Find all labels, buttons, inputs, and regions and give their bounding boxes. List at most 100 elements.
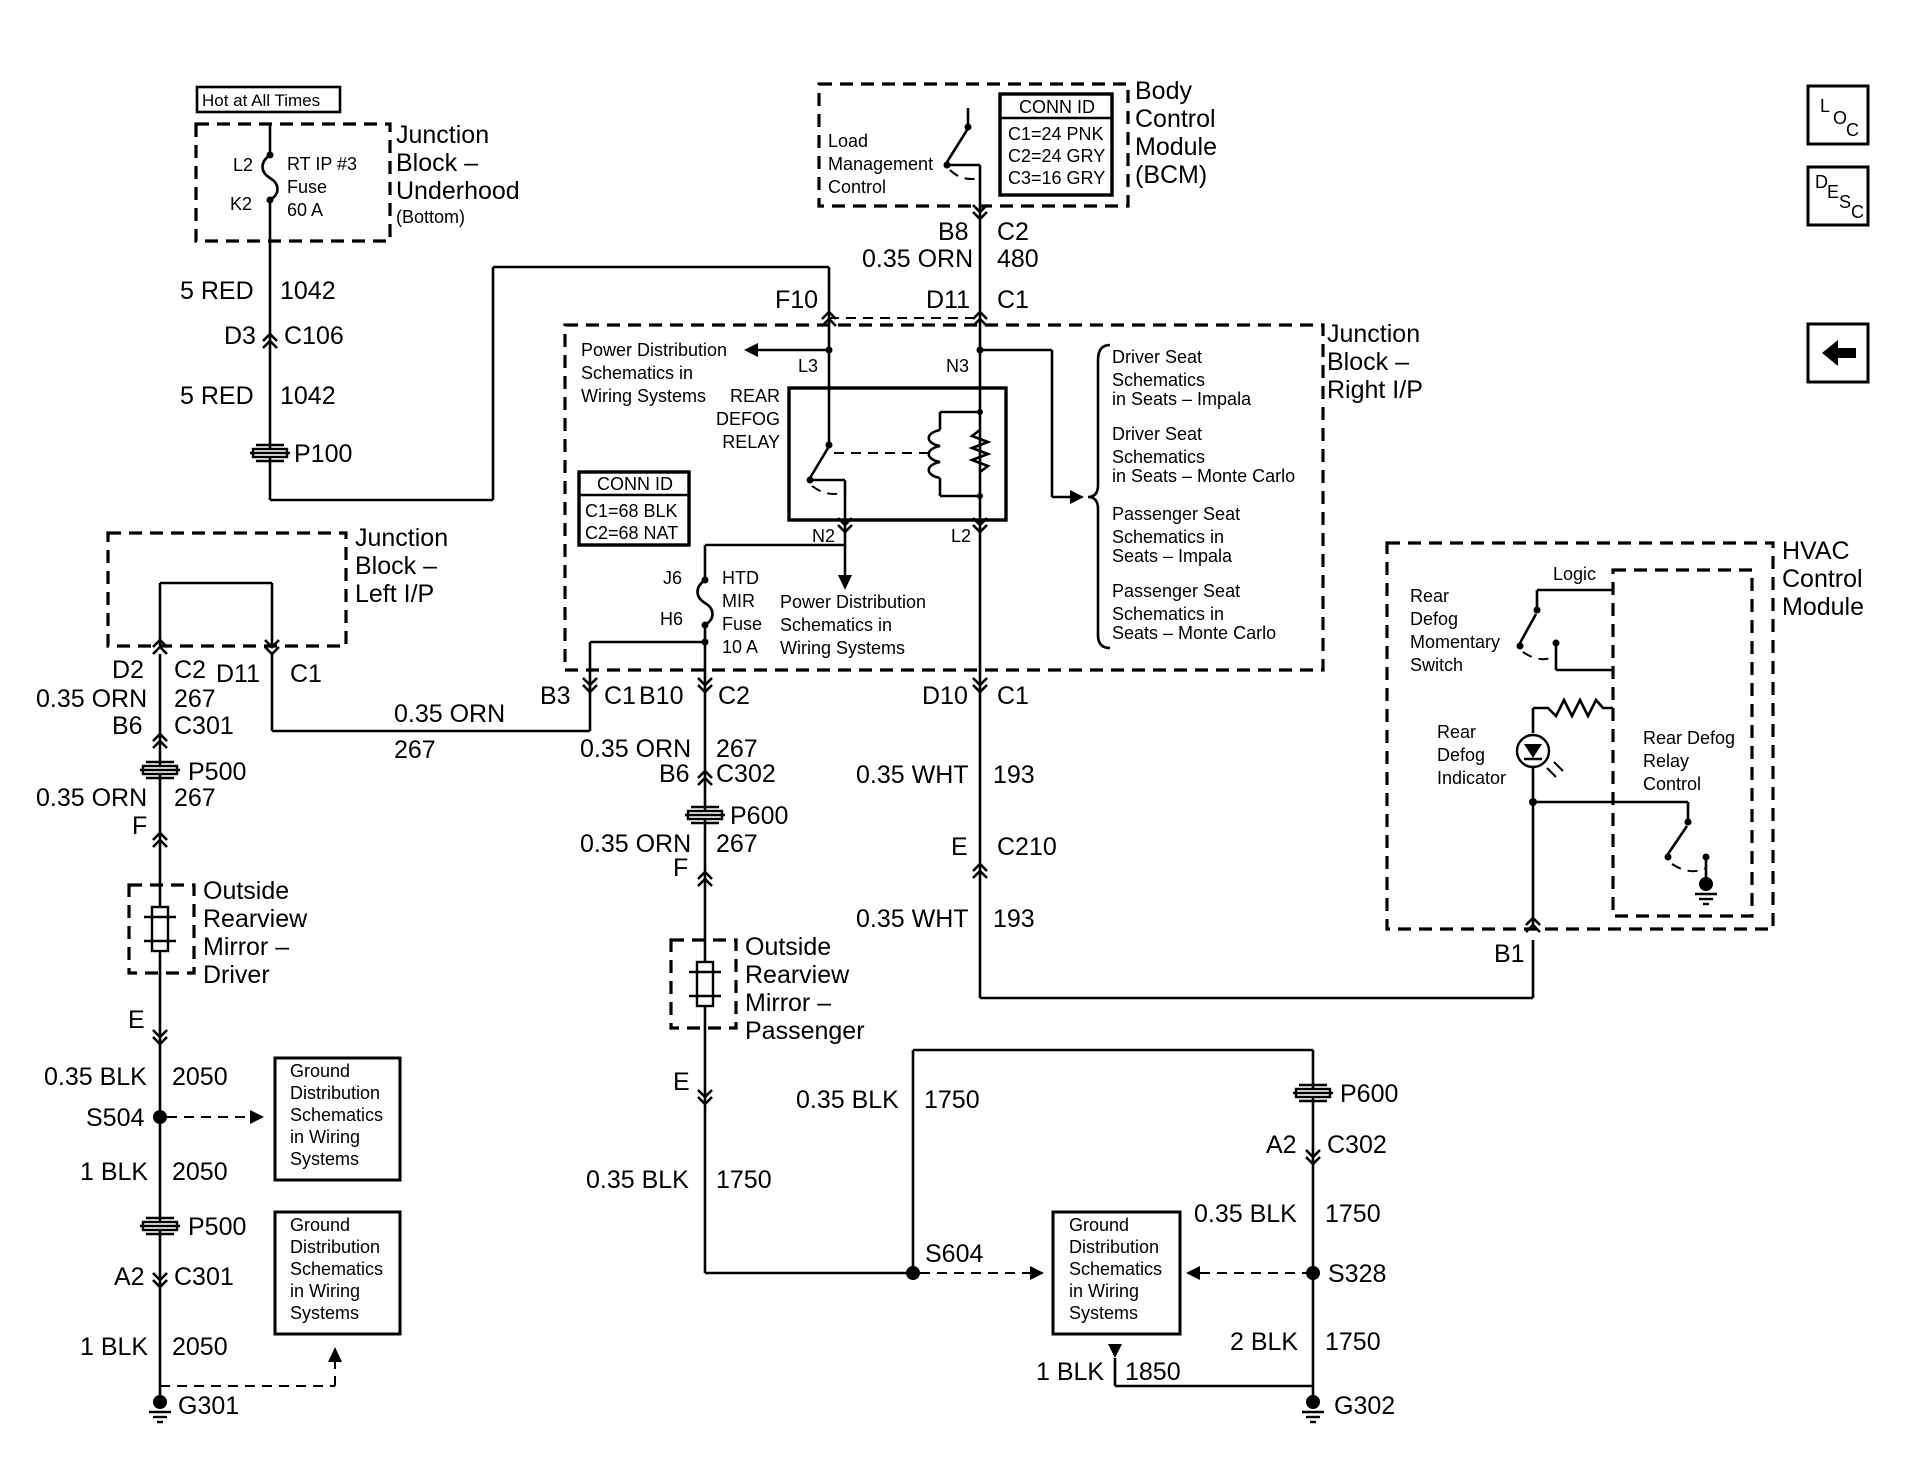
svg-text:Power Distribution: Power Distribution: [581, 340, 727, 360]
svg-text:1750: 1750: [716, 1166, 772, 1194]
svg-text:Block –: Block –: [355, 552, 437, 580]
svg-text:D2: D2: [112, 656, 144, 684]
svg-text:Wiring Systems: Wiring Systems: [581, 386, 706, 406]
svg-text:0.35 BLK: 0.35 BLK: [796, 1086, 899, 1114]
svg-text:C210: C210: [997, 833, 1057, 861]
svg-text:(Bottom): (Bottom): [396, 207, 465, 227]
svg-text:Fuse: Fuse: [287, 177, 327, 197]
desc-letter-c: C: [1851, 202, 1864, 222]
svg-text:Block –: Block –: [396, 149, 478, 177]
svg-text:G301: G301: [178, 1392, 239, 1420]
svg-text:2050: 2050: [172, 1063, 228, 1091]
svg-text:0.35 BLK: 0.35 BLK: [586, 1166, 689, 1194]
svg-text:Distribution: Distribution: [290, 1237, 380, 1257]
pds-arrow-icon: [744, 343, 758, 357]
svg-text:5 RED: 5 RED: [180, 277, 254, 305]
svg-text:Seats – Impala: Seats – Impala: [1112, 546, 1233, 566]
svg-text:Ground: Ground: [290, 1215, 350, 1235]
hot-at-all-times-box: [195, 85, 342, 114]
svg-text:in Wiring: in Wiring: [1069, 1281, 1139, 1301]
loc-letter-c: C: [1846, 120, 1859, 140]
junction-block-left-ip-label: Junction Block – Left I/P: [355, 524, 448, 608]
svg-text:Driver: Driver: [203, 961, 270, 989]
svg-text:RELAY: RELAY: [722, 432, 780, 452]
svg-text:D11: D11: [926, 286, 970, 314]
back-button[interactable]: [1806, 322, 1870, 384]
svg-text:DEFOG: DEFOG: [716, 409, 780, 429]
svg-text:1 BLK: 1 BLK: [80, 1333, 148, 1361]
desc-letter-d: D: [1815, 172, 1828, 192]
bcm-label: Body Control Module (BCM): [1135, 77, 1217, 189]
seat-schematics-list: Driver Seat Schematics in Seats – Impala…: [1112, 347, 1295, 643]
svg-text:Right I/P: Right I/P: [1327, 376, 1423, 404]
svg-text:0.35 BLK: 0.35 BLK: [44, 1063, 147, 1091]
svg-text:CONN ID: CONN ID: [597, 474, 673, 494]
svg-text:Indicator: Indicator: [1437, 768, 1506, 788]
logic-label: Logic: [1553, 564, 1596, 584]
svg-text:D10: D10: [922, 682, 968, 710]
svg-text:C301: C301: [174, 712, 234, 740]
svg-text:Systems: Systems: [290, 1149, 359, 1169]
svg-text:F: F: [132, 812, 147, 840]
svg-text:Control: Control: [1135, 105, 1216, 133]
desc-button[interactable]: D E S C: [1806, 165, 1870, 227]
svg-text:P600: P600: [1340, 1080, 1398, 1108]
svg-text:Control: Control: [828, 177, 886, 197]
svg-text:5 RED: 5 RED: [180, 382, 254, 410]
loc-button[interactable]: L O C: [1806, 84, 1870, 146]
hvac-control-module-box: [1385, 541, 1775, 931]
svg-text:0.35 ORN: 0.35 ORN: [36, 784, 147, 812]
junction-block-left-ip-box: [106, 531, 348, 648]
jb-conn-id-text: CONN ID C1=68 BLK C2=68 NAT: [585, 474, 678, 543]
svg-text:Momentary: Momentary: [1410, 632, 1500, 652]
svg-text:E: E: [673, 1068, 690, 1096]
svg-text:Seats – Monte Carlo: Seats – Monte Carlo: [1112, 623, 1276, 643]
svg-text:Systems: Systems: [290, 1303, 359, 1323]
svg-text:Mirror –: Mirror –: [745, 989, 831, 1017]
back-arrow-icon: [1822, 340, 1856, 366]
svg-text:Control: Control: [1643, 774, 1701, 794]
svg-text:C2: C2: [174, 656, 206, 684]
svg-text:1042: 1042: [280, 382, 336, 410]
svg-text:Outside: Outside: [745, 933, 831, 961]
bcm-conn-id-text: CONN ID C1=24 PNK C2=24 GRY C3=16 GRY: [1008, 97, 1105, 188]
rt-ip-fuse-symbol: [261, 153, 279, 202]
svg-text:C1: C1: [290, 660, 322, 688]
svg-text:C2: C2: [997, 218, 1029, 246]
svg-text:S504: S504: [86, 1104, 144, 1132]
svg-text:C2=24 GRY: C2=24 GRY: [1008, 146, 1105, 166]
svg-text:Control: Control: [1782, 565, 1863, 593]
rear-defog-indicator-label: Rear Defog Indicator: [1437, 722, 1506, 788]
svg-text:Wiring Systems: Wiring Systems: [780, 638, 905, 658]
svg-text:C1=68 BLK: C1=68 BLK: [585, 501, 678, 521]
pds-arrow-icon-2: [838, 575, 852, 590]
rear-defog-indicator-led-icon: [1515, 697, 1613, 802]
svg-text:Junction: Junction: [355, 524, 448, 552]
ground-g301-icon: [147, 1393, 173, 1424]
svg-text:C1: C1: [997, 286, 1029, 314]
svg-text:Driver Seat: Driver Seat: [1112, 347, 1202, 367]
bcm-wire-480-labels: B8 C2 0.35 ORN 480 F10 D11 C1: [775, 218, 1039, 314]
svg-text:Ground: Ground: [1069, 1215, 1129, 1235]
gds-arrow-icon-5: [1108, 1344, 1122, 1358]
power-distribution-label-1: Power Distribution Schematics in Wiring …: [581, 340, 727, 406]
gds-box-1-text: Ground Distribution Schematics in Wiring…: [290, 1061, 383, 1169]
svg-text:A2: A2: [1266, 1131, 1297, 1159]
svg-text:Schematics in: Schematics in: [1112, 527, 1224, 547]
gds-arrow-icon-3: [1030, 1266, 1044, 1280]
svg-text:Distribution: Distribution: [1069, 1237, 1159, 1257]
htd-mir-fuse-symbol: [696, 578, 714, 627]
jb-conn-id-box: [577, 470, 691, 547]
desc-letter-e: E: [1827, 182, 1839, 202]
svg-text:A2: A2: [114, 1263, 145, 1291]
svg-text:D11: D11: [216, 660, 260, 688]
svg-text:Ground: Ground: [290, 1061, 350, 1081]
svg-text:1750: 1750: [924, 1086, 980, 1114]
svg-text:P500: P500: [188, 1213, 246, 1241]
svg-text:E: E: [128, 1006, 145, 1034]
svg-text:Junction: Junction: [1327, 320, 1420, 348]
svg-text:1 BLK: 1 BLK: [80, 1158, 148, 1186]
gds-arrow-icon-2: [328, 1347, 342, 1362]
svg-text:C302: C302: [1327, 1131, 1387, 1159]
